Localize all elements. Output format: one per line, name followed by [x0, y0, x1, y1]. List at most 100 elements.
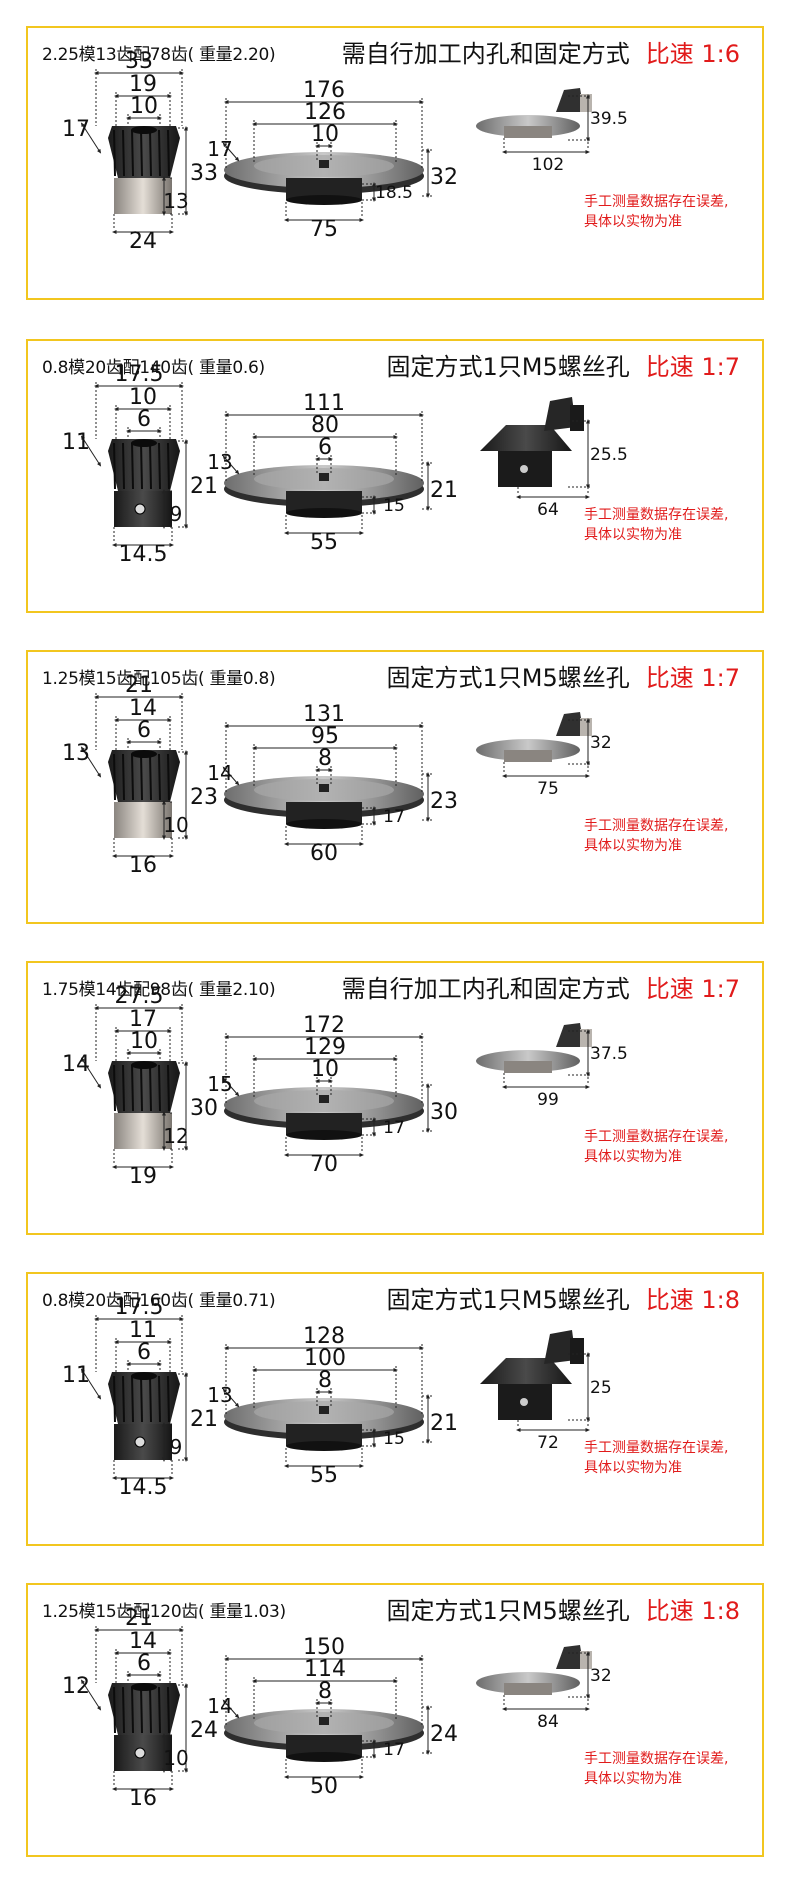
measurement-note-line: 手工测量数据存在误差, — [584, 1129, 729, 1145]
gear-bore-diameter: 8 — [318, 1368, 332, 1393]
measurement-note-line: 具体以实物为准 — [584, 214, 682, 230]
gear-hub-height: 17 — [383, 1118, 405, 1138]
gear-tooth-width: 14 — [207, 761, 232, 785]
pinion-hub-height: 10 — [163, 1746, 188, 1770]
assembly-width: 72 — [537, 1433, 559, 1453]
pinion-tooth-width: 14 — [62, 1052, 90, 1077]
fixing-method-heading: 固定方式1只M5螺丝孔比速 1:7 — [386, 347, 740, 382]
fixing-method-heading: 固定方式1只M5螺丝孔比速 1:7 — [386, 658, 740, 693]
speed-ratio: 比速 1:8 — [645, 1597, 740, 1625]
pinion-outer-diameter: 33 — [125, 49, 153, 74]
gear-bore-diameter: 8 — [318, 1679, 332, 1704]
measurement-note: 手工测量数据存在误差,具体以实物为准 — [584, 1749, 764, 1789]
fixing-method: 需自行加工内孔和固定方式 — [341, 975, 630, 1003]
measurement-note: 手工测量数据存在误差, 具体以实物为准 — [584, 192, 764, 232]
measurement-note: 手工测量数据存在误差,具体以实物为准 — [584, 1127, 764, 1167]
assembled-gear-pair-illustration — [476, 712, 592, 762]
gear-bore-diameter: 6 — [318, 435, 332, 460]
gear-outer-diameter: 111 — [303, 391, 345, 416]
gear-outer-diameter: 176 — [303, 78, 345, 103]
pinion-outer-diameter: 21 — [125, 673, 153, 698]
gear-height: 32 — [430, 165, 458, 190]
measurement-note-line: 手工测量数据存在误差, — [584, 818, 729, 834]
assembly-width: 99 — [537, 1090, 559, 1110]
pinion-hub-height: 12 — [163, 1124, 188, 1148]
fixing-method-heading: 需自行加工内孔和固定方式比速 1:7 — [342, 969, 740, 1004]
gear-tooth-width: 15 — [207, 1072, 232, 1096]
pinion-height: 30 — [190, 1096, 218, 1121]
pinion-outer-diameter: 17.5 — [115, 1295, 164, 1320]
assembled-gear-pair-illustration — [480, 1330, 584, 1420]
pinion-outer-diameter: 17.5 — [115, 362, 164, 387]
pinion-tooth-width: 17 — [62, 117, 90, 142]
fixing-method: 固定方式1只M5螺丝孔 — [386, 1286, 630, 1314]
measurement-note-line: 手工测量数据存在误差, — [584, 507, 729, 523]
speed-ratio: 比速 1:7 — [645, 664, 740, 692]
pinion-pitch-diameter: 19 — [129, 72, 157, 97]
gear-hub-height: 18.5 — [375, 183, 413, 203]
gear-height: 21 — [430, 478, 458, 503]
pinion-hub-height: 13 — [163, 189, 188, 213]
measurement-note: 手工测量数据存在误差,具体以实物为准 — [584, 1438, 764, 1478]
gear-spec-label: 1.25模15齿配105齿( 重量0.8) — [42, 669, 276, 689]
measurement-note-line: 手工测量数据存在误差, — [584, 1751, 729, 1767]
gear-spec-label: 0.8模20齿配140齿( 重量0.6) — [42, 358, 265, 378]
pinion-bore-diameter: 10 — [130, 94, 158, 119]
speed-ratio: 比速 1:7 — [645, 353, 740, 381]
pinion-pitch-diameter: 14 — [129, 1629, 157, 1654]
gear-pitch-diameter: 95 — [311, 724, 339, 749]
speed-ratio: 比速 1:8 — [645, 1286, 740, 1314]
gear-pitch-diameter: 114 — [304, 1657, 346, 1682]
gear-hub-height: 15 — [383, 1429, 405, 1449]
pinion-tooth-width: 12 — [62, 1674, 90, 1699]
pinion-bore-diameter: 6 — [137, 718, 151, 743]
pinion-tooth-width: 11 — [62, 1363, 90, 1388]
pinion-outer-diameter: 21 — [125, 1606, 153, 1631]
gear-hub-diameter: 55 — [310, 530, 338, 555]
assembly-height: 25 — [590, 1378, 612, 1398]
assembled-gear-pair-illustration — [480, 397, 584, 487]
gear-hub-diameter: 55 — [310, 1463, 338, 1488]
pinion-tooth-width: 13 — [62, 741, 90, 766]
gear-pitch-diameter: 126 — [304, 100, 346, 125]
fixing-method-heading: 固定方式1只M5螺丝孔比速 1:8 — [386, 1280, 740, 1315]
gear-spec-label: 1.75模14齿配98齿( 重量2.10) — [42, 980, 276, 1000]
pinion-hub-diameter: 16 — [129, 853, 157, 878]
assembly-width: 75 — [537, 779, 559, 799]
pinion-bore-diameter: 10 — [130, 1029, 158, 1054]
fixing-method: 固定方式1只M5螺丝孔 — [386, 1597, 630, 1625]
measurement-note-line: 具体以实物为准 — [584, 1460, 682, 1476]
pinion-bore-diameter: 6 — [137, 1340, 151, 1365]
pinion-hub-diameter: 16 — [129, 1786, 157, 1811]
gear-hub-diameter: 70 — [310, 1152, 338, 1177]
pinion-pitch-diameter: 14 — [129, 696, 157, 721]
pinion-height: 23 — [190, 785, 218, 810]
gear-hub-height: 17 — [383, 807, 405, 827]
gear-outer-diameter: 131 — [303, 702, 345, 727]
pinion-hub-height: 9 — [170, 502, 183, 526]
pinion-hub-diameter: 19 — [129, 1164, 157, 1189]
measurement-note-line: 具体以实物为准 — [584, 527, 682, 543]
gear-tooth-width: 13 — [207, 450, 232, 474]
pinion-height: 21 — [190, 474, 218, 499]
pinion-tooth-width: 11 — [62, 430, 90, 455]
gear-spec-label: 2.25模13齿配78齿( 重量2.20) — [42, 45, 276, 65]
measurement-note: 手工测量数据存在误差, 具体以实物为准 — [584, 505, 764, 545]
gear-set-panel: 1.25模15齿配105齿( 重量0.8) 固定方式1只M5螺丝孔比速 1:7 手工… — [26, 650, 764, 924]
gear-set-panel: 0.8模20齿配140齿( 重量0.6) 固定方式1只M5螺丝孔比速 1:7 手工测… — [26, 339, 764, 613]
gear-set-panel: 1.75模14齿配98齿( 重量2.10) 需自行加工内孔和固定方式比速 1:7 手… — [26, 961, 764, 1235]
gear-tooth-width: 13 — [207, 1383, 232, 1407]
pinion-hub-diameter: 24 — [129, 229, 157, 254]
pinion-height: 21 — [190, 1407, 218, 1432]
pinion-bore-diameter: 6 — [137, 407, 151, 432]
pinion-hub-height: 10 — [163, 813, 188, 837]
measurement-note-line: 手工测量数据存在误差, — [584, 194, 729, 210]
pinion-hub-diameter: 14.5 — [119, 1475, 168, 1500]
fixing-method-heading: 固定方式1只M5螺丝孔比速 1:8 — [386, 1591, 740, 1626]
speed-ratio: 比速 1:6 — [645, 40, 740, 68]
assembly-height: 37.5 — [590, 1044, 628, 1064]
